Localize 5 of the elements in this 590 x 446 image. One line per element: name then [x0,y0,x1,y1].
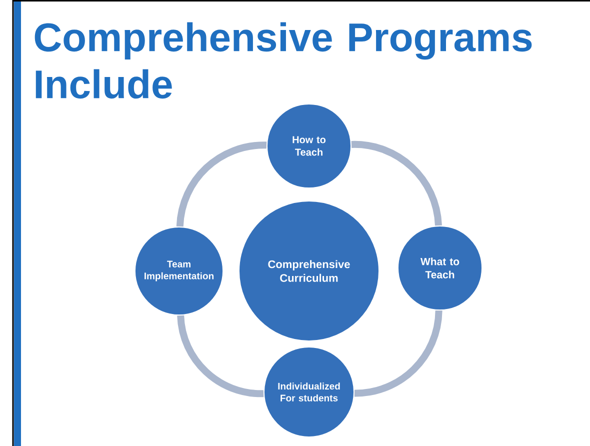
ring-arc [177,315,264,398]
ring-arc [351,140,442,226]
title: Comprehensive Programs Include [34,22,532,99]
ring-arc [354,310,442,397]
ring-arc [176,142,267,227]
